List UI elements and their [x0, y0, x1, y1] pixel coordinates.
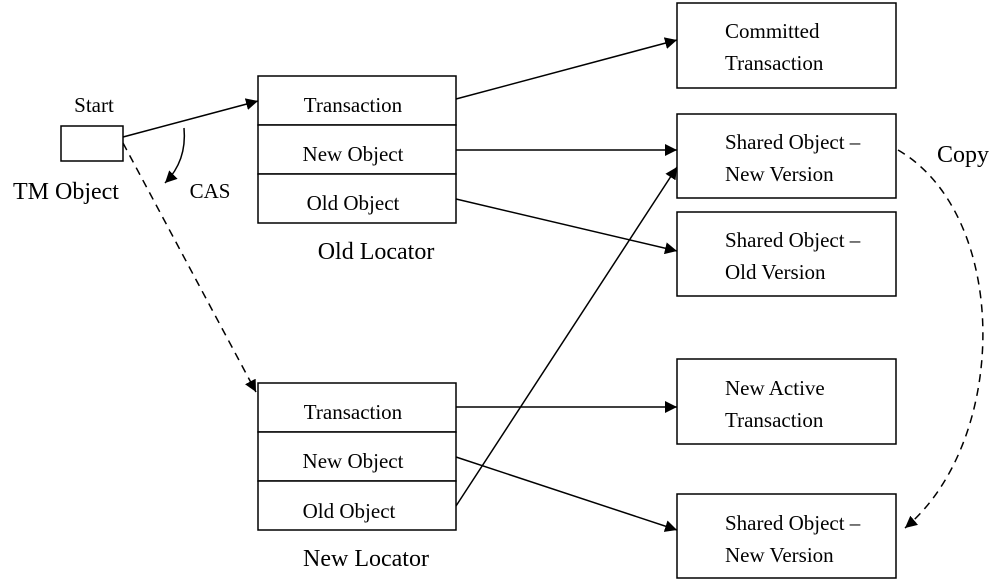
shared-object-new-version-bottom-line1: Shared Object –	[725, 511, 861, 535]
shared-object-new-version-top-box	[676, 113, 897, 199]
old-locator-old-object-label: Old Object	[307, 191, 400, 215]
new-new-object-to-shared-new-bottom-arrow	[455, 456, 678, 532]
new-active-transaction: New Active Transaction	[676, 358, 897, 445]
committed-transaction-box	[676, 2, 897, 89]
new-locator-transaction-label: Transaction	[304, 400, 403, 424]
old-locator-transaction-label: Transaction	[304, 93, 403, 117]
shared-object-new-version-bottom-box	[676, 493, 897, 579]
shared-object-old-version-line1: Shared Object –	[725, 228, 861, 252]
tm-object-label: TM Object	[13, 179, 119, 205]
new-active-transaction-line1: New Active	[725, 376, 825, 400]
tm-object: Start TM Object	[13, 93, 124, 205]
old-locator-transaction-cell	[257, 75, 457, 126]
shared-object-old-version: Shared Object – Old Version	[676, 211, 897, 297]
shared-object-new-version-top-line1: Shared Object –	[725, 130, 861, 154]
shared-object-new-version-top-line2: New Version	[725, 162, 834, 186]
cas-arrow	[164, 127, 186, 184]
new-locator-old-object-cell	[257, 480, 457, 531]
committed-transaction-line1: Committed	[725, 19, 820, 43]
shared-object-new-version-top: Shared Object – New Version	[676, 113, 897, 199]
committed-transaction: Committed Transaction	[676, 2, 897, 89]
shared-object-old-version-box	[676, 211, 897, 297]
tm-object-box	[60, 125, 124, 162]
shared-object-old-version-line2: Old Version	[725, 260, 826, 284]
new-active-transaction-line2: Transaction	[725, 408, 824, 432]
old-locator-old-object-cell	[257, 173, 457, 224]
committed-transaction-line2: Transaction	[725, 51, 824, 75]
new-locator: Transaction New Object Old Object New Lo…	[257, 382, 457, 572]
new-old-object-to-shared-new-top-arrow	[455, 166, 678, 507]
old-old-object-to-shared-old-arrow	[455, 198, 678, 255]
new-locator-old-object-label: Old Object	[303, 499, 396, 523]
new-locator-caption: New Locator	[303, 546, 429, 572]
start-to-new-locator-dashed-arrow	[122, 142, 257, 393]
old-locator-caption: Old Locator	[318, 239, 435, 265]
old-locator-new-object-cell	[257, 124, 457, 175]
new-locator-new-object-label: New Object	[303, 449, 404, 473]
cas-label: CAS	[190, 179, 231, 203]
shared-object-new-version-bottom-line2: New Version	[725, 543, 834, 567]
new-active-transaction-box	[676, 358, 897, 445]
start-label: Start	[74, 93, 114, 117]
old-locator-new-object-label: New Object	[303, 142, 404, 166]
copy-label: Copy	[937, 142, 989, 168]
start-to-old-locator-arrow	[122, 98, 259, 138]
old-locator: Transaction New Object Old Object Old Lo…	[257, 75, 457, 265]
copy-dashed-arrow	[897, 149, 984, 529]
shared-object-new-version-bottom: Shared Object – New Version	[676, 493, 897, 579]
old-transaction-to-committed-arrow	[455, 37, 678, 100]
